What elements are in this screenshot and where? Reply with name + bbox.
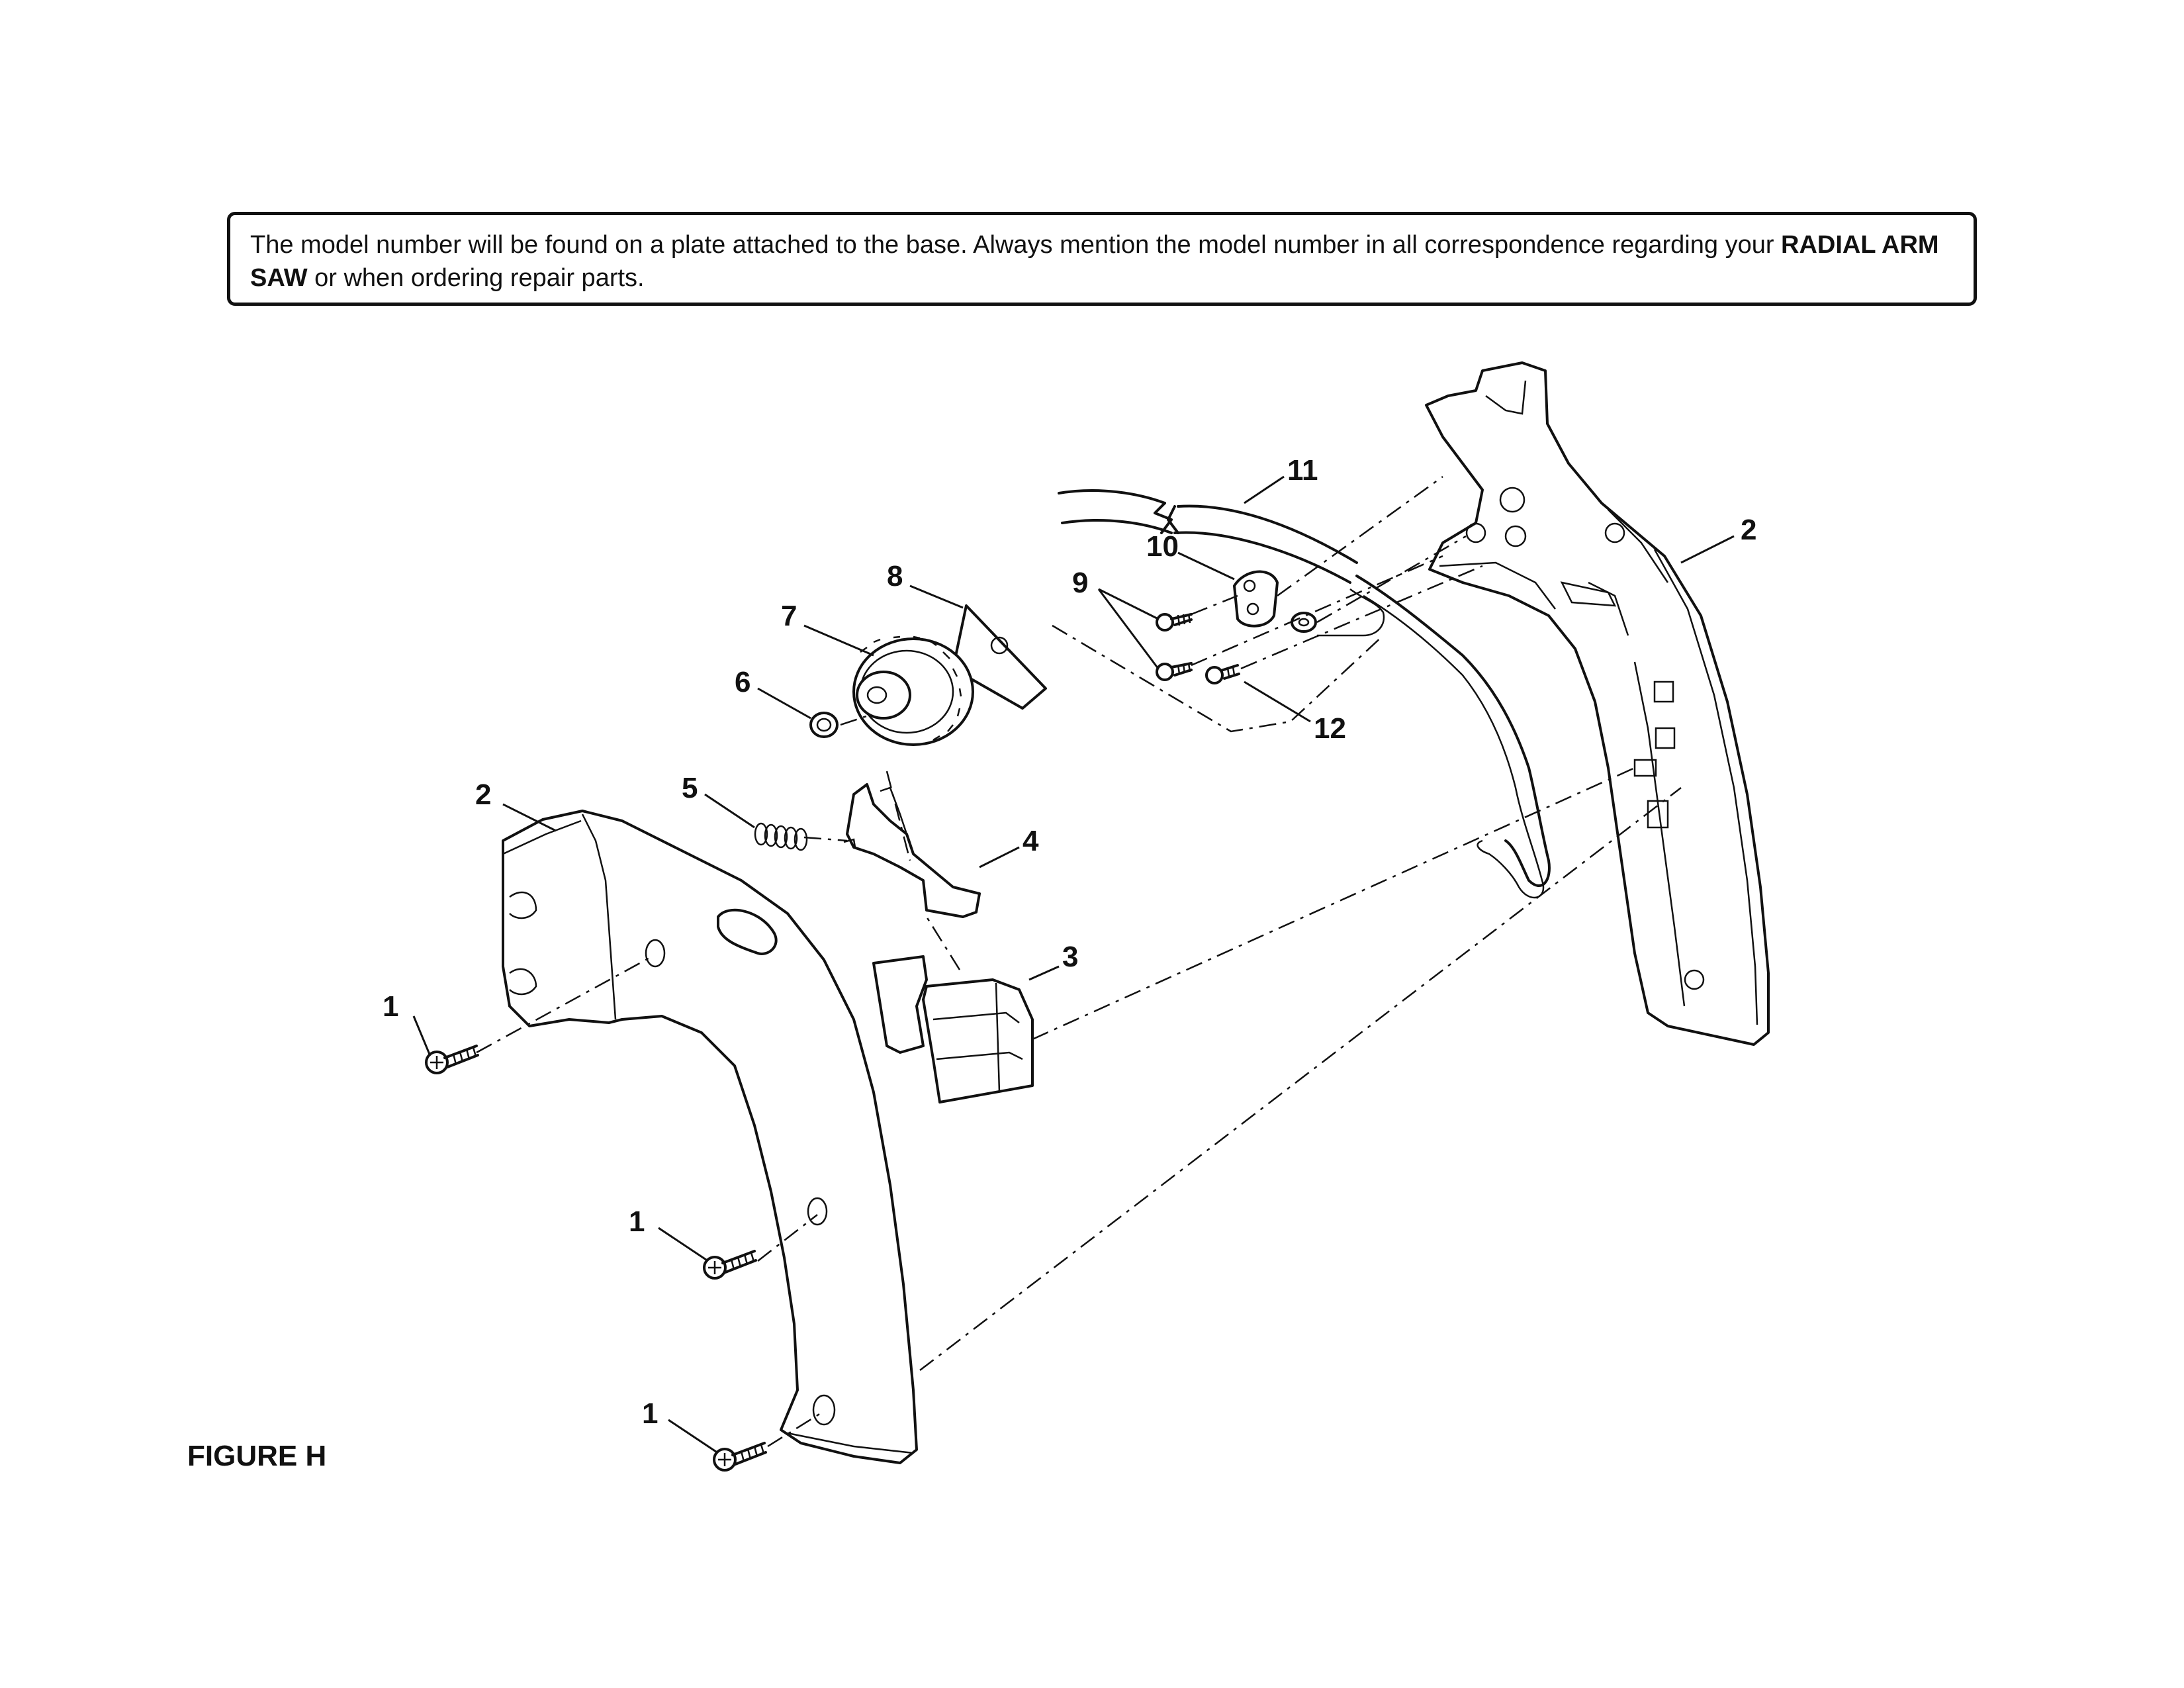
left-handle-half	[502, 810, 918, 1464]
callout-5: 5	[682, 772, 698, 804]
notice-text: The model number will be found on a plat…	[250, 231, 1782, 259]
alignment-lines	[476, 475, 1682, 1448]
callout-8: 8	[887, 560, 903, 592]
plate-8	[952, 604, 1047, 710]
trigger-switch-3	[872, 955, 1034, 1103]
callout-1-top: 1	[383, 990, 398, 1023]
callout-labels: 1 1 1 2 2 3 4 5 6 7 8 9 10 11 12	[383, 454, 1756, 1430]
screw-1-bottom	[713, 1442, 767, 1472]
callout-11: 11	[1287, 454, 1318, 487]
right-handle-half	[1425, 361, 1770, 1046]
figure-label: FIGURE H	[187, 1440, 327, 1472]
callout-2-right: 2	[1741, 514, 1756, 546]
screw-9-lower	[1156, 662, 1193, 681]
callout-1-bottom: 1	[642, 1397, 658, 1430]
speed-knob-7	[852, 635, 974, 746]
callout-9: 9	[1072, 567, 1088, 599]
power-cord-wire	[1058, 489, 1551, 899]
screw-9-upper	[1156, 613, 1193, 632]
callout-4: 4	[1023, 825, 1039, 857]
callout-10: 10	[1146, 530, 1179, 563]
screw-1-top	[425, 1045, 479, 1074]
washer-6	[809, 712, 839, 738]
spring-5	[754, 822, 808, 851]
leader-lines	[412, 475, 1735, 1454]
cord-clamp	[1233, 570, 1279, 628]
callout-6: 6	[735, 666, 751, 698]
notice-bold-term: RADIAL ARM SAW	[250, 231, 1939, 292]
callout-7: 7	[781, 600, 797, 632]
ground-eyelet	[1291, 612, 1317, 633]
screw-1-middle	[703, 1250, 757, 1280]
callout-12: 12	[1314, 712, 1346, 745]
callout-1-middle: 1	[629, 1205, 645, 1238]
callout-2-left: 2	[475, 778, 491, 811]
notice-text-end: or when ordering repair parts.	[307, 264, 645, 292]
screw-12	[1205, 664, 1240, 684]
model-number-notice: The model number will be found on a plat…	[227, 212, 1977, 306]
callout-3: 3	[1062, 941, 1078, 973]
lock-lever-4	[843, 783, 981, 918]
